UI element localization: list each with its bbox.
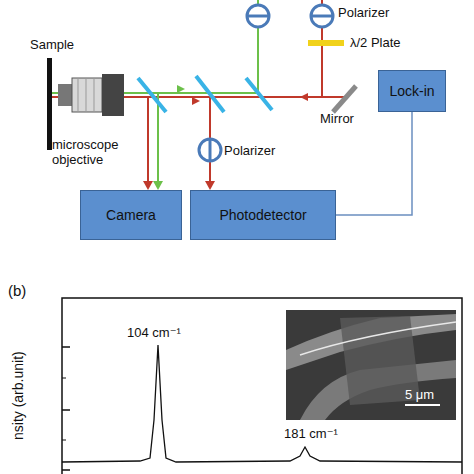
beam-splitter xyxy=(138,78,166,112)
beam-arrow xyxy=(300,93,308,101)
annotation-label: 181 cm⁻¹ xyxy=(284,427,338,442)
polarizer-symbol xyxy=(247,5,269,27)
green-beam xyxy=(157,93,159,188)
annotation-label: Mirror xyxy=(320,112,354,127)
beam-arrow xyxy=(192,97,200,105)
box-label: Camera xyxy=(106,207,156,223)
beam-arrow xyxy=(153,181,163,190)
axis-tick xyxy=(62,378,66,379)
sem-inset xyxy=(286,310,456,420)
device-box: Photodetector xyxy=(190,190,336,240)
plot-frame xyxy=(62,298,462,474)
device-box: Lock-in xyxy=(378,70,446,112)
axis-tick xyxy=(62,440,66,441)
red-beam xyxy=(147,97,149,188)
box-label: Lock-in xyxy=(389,83,434,99)
annotation-label: Sample xyxy=(30,38,74,53)
annotation-label: Polarizer xyxy=(338,6,389,21)
device-box: Camera xyxy=(80,190,182,240)
axis-tick xyxy=(62,346,70,348)
annotation-label: 5 μm xyxy=(405,388,434,403)
axis-tick xyxy=(62,469,70,471)
annotation-label: λ/2 Plate xyxy=(350,36,401,51)
axis-title: nsity (arb.unit) xyxy=(10,351,26,440)
annotation-label: Polarizer xyxy=(224,144,275,159)
sample-plate xyxy=(47,58,52,150)
box-label: Photodetector xyxy=(219,207,306,223)
annotation-label: 104 cm⁻¹ xyxy=(127,326,181,341)
red-beam xyxy=(209,97,211,188)
beam-arrow xyxy=(205,181,215,190)
signal-wire xyxy=(336,112,412,215)
mirror xyxy=(333,86,356,112)
beam-splitter xyxy=(246,78,272,110)
annotation-label: microscope objective xyxy=(52,138,136,168)
polarizer-symbol xyxy=(199,139,221,161)
half-wave-plate xyxy=(308,40,344,46)
microscope-objective xyxy=(58,74,124,116)
polarizer-symbol xyxy=(311,5,333,27)
annotation-label: (b) xyxy=(8,282,26,299)
beam-arrow xyxy=(143,181,153,190)
beam-arrow xyxy=(177,85,185,93)
beam-splitter xyxy=(196,76,224,112)
axis-tick xyxy=(62,409,70,411)
